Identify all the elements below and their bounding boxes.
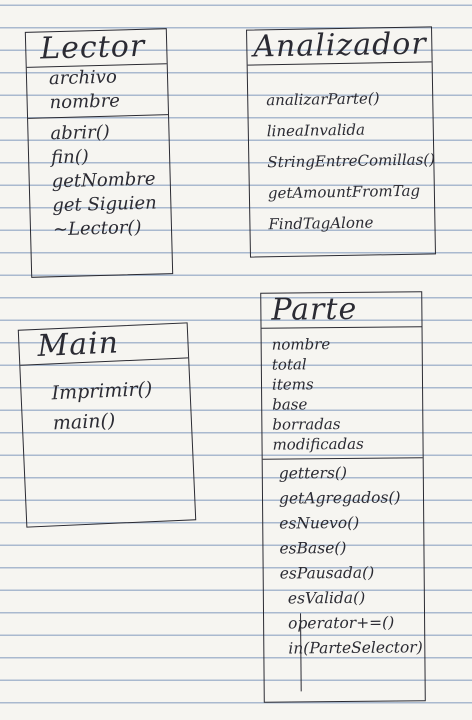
class-box-lector: Lector archivo nombre abrir() fin() getN… — [24, 28, 174, 278]
method: getAgregados() — [278, 488, 401, 508]
method: getters() — [278, 463, 348, 483]
method: getNombre — [51, 168, 156, 193]
method-list: getters() getAgregados() esNuevo() esBas… — [263, 458, 425, 661]
class-box-parte: Parte nombre total items base borradas m… — [260, 291, 426, 703]
method: esValida() — [287, 588, 366, 608]
attribute-list: archivo nombre — [27, 64, 168, 118]
method: getAmountFromTag — [267, 181, 421, 203]
method: esNuevo() — [279, 513, 360, 533]
method: analizarParte() — [266, 89, 380, 110]
method: StringEntreComillas() — [267, 150, 436, 172]
attribute: items — [271, 375, 314, 394]
attribute: total — [271, 355, 307, 374]
attribute: archivo — [48, 66, 118, 90]
method: esBase() — [279, 538, 347, 558]
class-name-lector: Lector — [39, 28, 146, 67]
method-list: Imprimir() main() — [20, 358, 191, 439]
method: fin() — [50, 146, 90, 169]
method: ~Lector() — [52, 216, 142, 241]
class-box-main: Main Imprimir() main() — [17, 322, 197, 528]
class-name-analizador: Analizador — [253, 26, 427, 65]
method-list: abrir() fin() getNombre get Siguien ~Lec… — [28, 115, 171, 243]
method-list: analizarParte() lineaInvalida StringEntr… — [248, 62, 435, 240]
attribute-list: nombre total items base borradas modific… — [262, 327, 423, 458]
method: get Siguien — [52, 192, 157, 217]
method: abrir() — [50, 121, 110, 145]
class-box-analizador: Analizador analizarParte() lineaInvalida… — [246, 26, 436, 258]
method: FindTagAlone — [268, 213, 374, 234]
attribute: borradas — [272, 415, 341, 434]
class-name-parte: Parte — [271, 291, 358, 328]
method: operator+=() — [288, 613, 395, 633]
attribute: nombre — [49, 90, 121, 114]
method: in(ParteSelector) — [288, 638, 423, 658]
attribute: modificadas — [272, 434, 364, 454]
method: main() — [52, 409, 116, 435]
method: lineaInvalida — [266, 120, 366, 141]
attribute: nombre — [271, 335, 331, 354]
attribute: base — [272, 395, 308, 414]
method: esPausada() — [279, 563, 375, 583]
